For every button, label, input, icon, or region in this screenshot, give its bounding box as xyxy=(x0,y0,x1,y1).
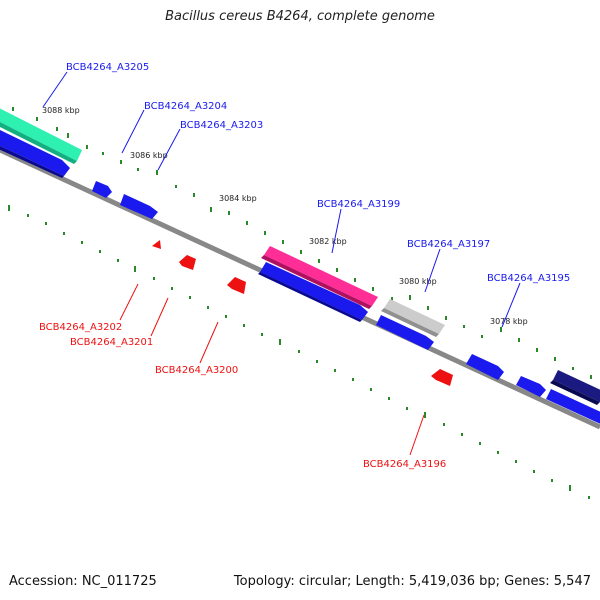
tick-label: 3080 kbp xyxy=(399,277,437,286)
gene-label: BCB4264_A3200 xyxy=(155,365,238,376)
gene-feature xyxy=(264,246,378,306)
tick-label: 3086 kbp xyxy=(130,151,168,160)
gene-label: BCB4264_A3199 xyxy=(317,199,400,210)
tick-dots-upper xyxy=(12,107,592,379)
kbp-tick-labels: 3088 kbp 3086 kbp 3084 kbp 3082 kbp 3080… xyxy=(42,106,528,326)
forward-genes xyxy=(0,108,600,424)
reverse-genes xyxy=(152,240,453,386)
accession-text: Accession: NC_011725 xyxy=(9,574,157,589)
tick-label: 3088 kbp xyxy=(42,106,80,115)
gene-labels: BCB4264_A3205 BCB4264_A3204 BCB4264_A320… xyxy=(39,62,570,470)
gene-feature xyxy=(384,299,445,334)
gene-label: BCB4264_A3203 xyxy=(180,120,263,131)
tick-label: 3084 kbp xyxy=(219,194,257,203)
gene-label: BCB4264_A3205 xyxy=(66,62,149,73)
map-title: Bacillus cereus B4264, complete genome xyxy=(165,9,435,24)
gene-label: BCB4264_A3201 xyxy=(70,337,153,348)
gene-feature xyxy=(553,370,600,402)
gene-feature xyxy=(120,194,158,219)
gene-feature xyxy=(431,369,453,386)
tick-dots-lower xyxy=(8,205,590,499)
genome-summary-text: Topology: circular; Length: 5,419,036 bp… xyxy=(233,574,591,589)
gene-feature xyxy=(466,354,504,380)
tick-label: 3078 kbp xyxy=(490,317,528,326)
label-leaders xyxy=(42,71,521,456)
gene-feature xyxy=(516,376,546,397)
gene-label: BCB4264_A3195 xyxy=(487,273,570,284)
tick-label: 3082 kbp xyxy=(309,237,347,246)
gene-feature xyxy=(376,315,434,350)
gene-feature xyxy=(227,277,246,294)
gene-label: BCB4264_A3197 xyxy=(407,239,490,250)
gene-feature xyxy=(0,130,70,176)
gene-feature xyxy=(179,255,196,270)
gene-feature xyxy=(546,389,600,424)
gene-label: BCB4264_A3196 xyxy=(363,459,446,470)
gene-feature xyxy=(152,240,161,249)
gene-feature xyxy=(260,262,368,320)
gene-feature xyxy=(0,108,82,161)
gene-feature xyxy=(92,181,112,198)
gene-label: BCB4264_A3202 xyxy=(39,322,122,333)
gene-label: BCB4264_A3204 xyxy=(144,101,227,112)
